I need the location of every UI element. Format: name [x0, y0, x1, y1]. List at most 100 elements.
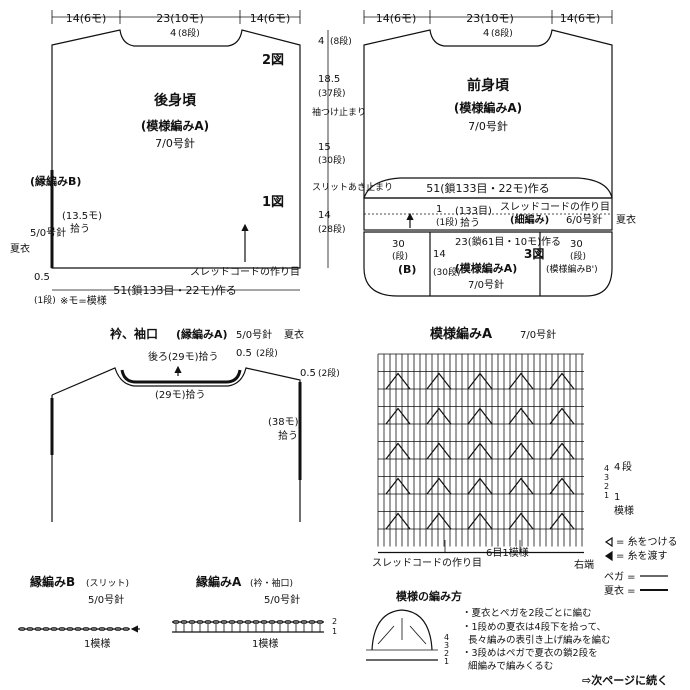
front-row1-paren: (1段) [436, 216, 458, 228]
fan-stitch [508, 372, 534, 390]
pattern-one-repeat: 1 [614, 492, 620, 503]
front-rows30-left-paren: (段) [392, 250, 408, 262]
pattern-rows-label: 4 [614, 462, 620, 473]
back-neck-rows-unit: (8段) [178, 27, 200, 39]
chain-stitch [220, 620, 228, 625]
fig1-label: 1図 [262, 195, 284, 210]
chain-stitch [114, 627, 122, 632]
howto-mark-4: 4 [444, 633, 449, 642]
howto-title: 模様の編み方 [396, 589, 462, 603]
fig3-label: 3図 [524, 247, 544, 261]
fan-stitch [549, 512, 575, 530]
slit-note: スリットあき止まり [312, 181, 393, 193]
back-title: 後身頃 [154, 92, 197, 109]
fan-stitch [508, 407, 534, 425]
front-rows30-left: 30 [392, 239, 405, 250]
back-pickup-note: 拾う [70, 222, 90, 235]
front-edging-needle: 6/0号針 [566, 213, 602, 226]
symbol-legend: = 糸をつける = 糸を渡す ペガ = 夏衣 = [604, 536, 678, 597]
fan-stitch [385, 442, 411, 460]
part-b-label: (B) [398, 263, 416, 276]
armhole-length: 18.5 [318, 74, 340, 85]
chain-stitch [122, 627, 130, 632]
back-bottom-rows: 0.5 [34, 272, 50, 283]
howto-note-4: ・3段めはペガで夏衣の鎖2段を [462, 647, 598, 659]
edge-a-sub: (衿・袖口) [250, 577, 293, 589]
front-title: 前身頃 [467, 77, 510, 94]
front-neck-rows: 4 [483, 28, 489, 39]
chain-stitch [180, 620, 188, 625]
chain-stitch [284, 620, 292, 625]
front-rows30-right: 30 [570, 239, 583, 250]
front-center-needle: 7/0号針 [468, 278, 504, 291]
front-summer: 夏衣 [616, 213, 636, 226]
chain-stitch [26, 627, 34, 632]
chain-stitch [74, 627, 82, 632]
fan-stitch [508, 512, 534, 530]
edge-a-diagram: 縁編みA (衿・袖口) 5/0号針 2 1 1模様 [172, 574, 337, 650]
front-body-diagram: 14(6モ) 23(10モ) 14(6モ) 4 (8段) 前身頃 (模様編みA)… [363, 10, 636, 297]
sleeve-pickup: (38モ) [268, 417, 299, 428]
chain-stitch [236, 620, 244, 625]
chain-stitch [212, 620, 220, 625]
back-neck-rows: 4 [170, 28, 176, 39]
back-pattern: (模様編みA) [141, 118, 209, 133]
mo-legend: ※モ=模様 [60, 294, 107, 307]
fan-stitch [385, 512, 411, 530]
front-width: 51(鎖133目・22モ)作る [426, 181, 550, 195]
chain-stitch [268, 620, 276, 625]
middle-rows: (30段) [318, 154, 345, 166]
pattern-a-chart: 模様編みA 7/0号針 4 段 1 模様 4 3 2 1 スレッドコードの作り目… [372, 326, 634, 571]
pattern-a-stitch-grid [377, 353, 584, 554]
legend-pega: ペガ = [604, 571, 636, 583]
front-neck-rows-unit: (8段) [491, 27, 513, 39]
chain-stitch [66, 627, 74, 632]
edge-b-title: 縁編みB [30, 574, 75, 589]
front-rows30-right-paren: (段) [570, 250, 586, 262]
front-pattern: (模様編みA) [454, 100, 522, 115]
fan-stitch [385, 407, 411, 425]
howto-mark-3: 3 [444, 641, 449, 650]
collar-title-summer: 夏衣 [284, 328, 304, 341]
chain-stitch [260, 620, 268, 625]
fan-stitch [508, 442, 534, 460]
edge-a-mark-1: 1 [332, 627, 337, 636]
chain-stitch [50, 627, 58, 632]
armhole-rows: (37段) [318, 87, 345, 99]
fan-stitch [467, 512, 493, 530]
pattern-start-chain: スレッドコードの作り目 [372, 557, 482, 569]
fan-stitch [426, 407, 452, 425]
chain-stitch [98, 627, 106, 632]
back-pickup-count: (13.5モ) [62, 211, 102, 222]
collar-title: 衿、袖口 [110, 326, 158, 341]
shoulder-rows-paren: (8段) [330, 35, 352, 47]
legend-summer: 夏衣 = [604, 584, 636, 597]
chain-stitch [18, 627, 26, 632]
collar-cuff-diagram: 衿、袖口 (縁編みA) 5/0号針 夏衣 後ろ(29モ)拾う 0.5 (2段) … [50, 326, 340, 522]
pattern-row-2: 2 [604, 482, 609, 491]
edge-b-diagram: 縁編みB (スリット) 5/0号針 1模様 [18, 574, 140, 650]
slit-length: 14 [318, 210, 331, 221]
front-pickup: 拾う [460, 216, 480, 229]
fan-stitch [467, 442, 493, 460]
next-page-note: ⇨次ページに続く [582, 673, 668, 687]
chain-stitch [228, 620, 236, 625]
pattern-six-per: 6目1模様 [486, 546, 529, 559]
back-top-right-dim: 14(6モ) [250, 12, 291, 25]
edge-a-repeat: 1模様 [252, 637, 278, 650]
shoulder-rows: 4 [318, 36, 324, 47]
edge-b-label: (縁編みB) [30, 174, 81, 188]
collar-rows-paren: (2段) [256, 347, 278, 359]
howto-note-3: 長々編みの表引き上げ編みを編む [468, 634, 611, 646]
front-right-pattern: (模様編みB') [546, 263, 598, 275]
fan-stitch [426, 372, 452, 390]
howto-mark-1: 1 [444, 657, 449, 666]
front-needle: 7/0号針 [468, 119, 508, 133]
howto-note-2: ・1段めの夏衣は4段下を拾って、 [462, 621, 606, 633]
howto-note-5: 細編みで編みくるむ [468, 660, 553, 672]
chain-stitch [42, 627, 50, 632]
pattern-rows-unit: 段 [622, 460, 632, 473]
front-row1: 1 [436, 204, 442, 215]
front-top-left-dim: 14(6モ) [376, 12, 417, 25]
